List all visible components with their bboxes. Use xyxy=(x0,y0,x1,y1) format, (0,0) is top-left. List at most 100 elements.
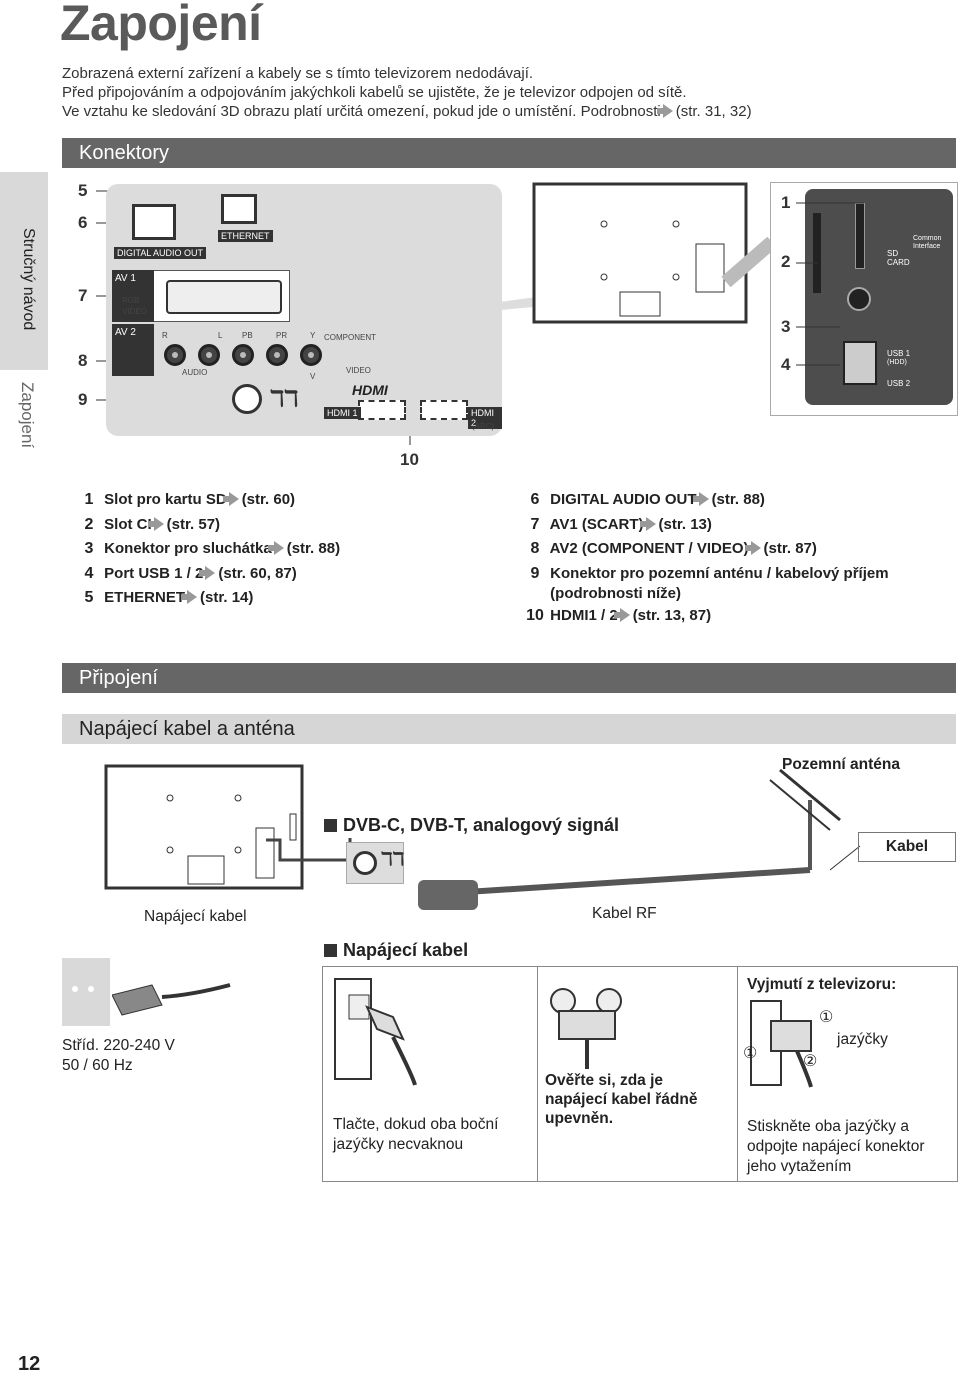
side-connector-panel: SD CARD Common Interface USB 1 (HDD) USB… xyxy=(770,182,958,416)
cable-illustration xyxy=(266,768,861,910)
power-cable-steps: Tlačte, dokud oba boční jazýčky necvakno… xyxy=(322,966,958,1182)
label-rgb: RGB xyxy=(122,296,140,305)
step2-line: Ověřte si, zda je xyxy=(545,1072,664,1089)
side-tab-strucny-navod: Stručný návod xyxy=(0,172,48,370)
ethernet-port xyxy=(221,194,257,224)
label-jazycky: jazýčky xyxy=(837,1031,888,1048)
heading-dvb: DVB-C, DVB-T, analogový signál xyxy=(324,815,619,836)
callout-7: 7 xyxy=(78,286,88,305)
heading-napajeci-kabel: Napájecí kabel xyxy=(324,940,468,961)
arrow-right-icon xyxy=(267,541,284,555)
label-hdmi1: HDMI 1 xyxy=(324,407,361,419)
label-kabel: Kabel xyxy=(858,832,956,862)
step3-line: jeho vytažením xyxy=(747,1158,852,1175)
intro-ref: (str. 31, 32) xyxy=(675,103,752,120)
side-tab-label: Zapojení xyxy=(18,382,37,449)
antenna-port-detail: ℸℸ xyxy=(346,842,404,884)
callout-1: 1 xyxy=(781,193,791,212)
optical-port xyxy=(132,204,176,240)
step2-text: Ověřte si, zda je napájecí kabel řádně u… xyxy=(545,1071,698,1128)
jack-l xyxy=(198,344,220,366)
label-common-interface: Common Interface xyxy=(913,235,942,250)
list-item: 10 HDMI1 / 2(str. 13, 87) xyxy=(526,606,712,624)
socket-hole xyxy=(72,986,78,992)
side-tab-label: Stručný návod xyxy=(20,228,37,331)
label-pozemni-antena: Pozemní anténa xyxy=(782,756,900,773)
label-v: V xyxy=(310,372,316,381)
arrow-right-icon xyxy=(222,492,239,506)
callout-lines-right xyxy=(796,202,864,366)
label-usb2: USB 2 xyxy=(887,379,911,388)
label-hdmi2: HDMI 2 xyxy=(468,407,502,429)
list-item: 3 Konektor pro sluchátka(str. 88) xyxy=(84,540,341,557)
label-pb: PB xyxy=(242,331,253,340)
label-ethernet: ETHERNET xyxy=(218,230,273,242)
arrow-right-icon xyxy=(199,565,216,580)
intro-line-3: Ve vztahu ke sledování 3D obrazu platí u… xyxy=(62,102,752,121)
section-konektory: Konektory xyxy=(62,138,956,168)
headphone-jack xyxy=(847,287,871,311)
step1-illustration xyxy=(334,978,417,1086)
step3-line: Stiskněte oba jazýčky a xyxy=(747,1118,909,1135)
marker-1-left: ① xyxy=(743,1045,758,1062)
label-audio: AUDIO xyxy=(182,368,208,377)
antenna-port-circle xyxy=(353,851,377,875)
callout-8: 8 xyxy=(78,351,88,370)
marker-2: ② xyxy=(803,1053,818,1070)
callout-5: 5 xyxy=(78,181,88,200)
callout-9: 9 xyxy=(78,390,88,409)
tv-rear-bottom-illustration xyxy=(104,764,304,890)
page-title: Zapojení xyxy=(60,0,262,51)
intro-text: Zobrazená externí zařízení a kabely se s… xyxy=(62,64,752,121)
socket-hole xyxy=(88,986,94,992)
intro-line-1: Zobrazená externí zařízení a kabely se s… xyxy=(62,65,534,82)
wall-socket xyxy=(62,958,110,1026)
callout-3: 3 xyxy=(781,317,791,336)
arrow-right-icon xyxy=(147,516,164,531)
arrow-right-icon xyxy=(639,516,656,531)
label-av1: AV 1 xyxy=(112,270,154,322)
label-sd-card: SD CARD xyxy=(887,249,910,267)
heading-vyjmuti: Vyjmutí z televizoru: xyxy=(747,976,897,993)
list-item: 6 DIGITAL AUDIO OUT(str. 88) xyxy=(530,491,765,508)
label-hdd: (HDD) xyxy=(887,359,907,366)
label-napajeci-kabel: Napájecí kabel xyxy=(144,908,247,925)
plug-illustration xyxy=(112,983,231,1016)
jack-y xyxy=(300,344,322,366)
section-napajeci-antena: Napájecí kabel a anténa xyxy=(62,714,956,744)
intro-line-3-text: Ve vztahu ke sledování 3D obrazu platí u… xyxy=(62,103,661,120)
side-tab-zapojeni: Zapojení xyxy=(0,370,48,470)
arrow-right-icon xyxy=(181,590,198,604)
list-item: 5 ETHERNET(str. 14) xyxy=(84,589,254,606)
intro-line-2: Před připojováním a odpojováním jakýchko… xyxy=(62,84,687,101)
jack-pr xyxy=(266,344,288,366)
page-number: 12 xyxy=(18,1353,41,1375)
usb-ports xyxy=(843,341,877,385)
label-component: COMPONENT xyxy=(324,333,376,342)
label-voltage: Stříd. 220-240 V 50 / 60 Hz xyxy=(62,1036,175,1076)
label-av2: AV 2 xyxy=(112,324,154,376)
antenna-icon: ℸℸ xyxy=(381,849,405,869)
marker-1-top: ① xyxy=(819,1009,834,1026)
hdmi2-port xyxy=(420,400,468,420)
label-kabel-rf: Kabel RF xyxy=(592,905,657,922)
arrow-right-icon xyxy=(613,607,630,622)
label-l: L xyxy=(218,331,223,340)
label-arc: (ARC) xyxy=(472,422,495,431)
step3-illustration xyxy=(750,1000,813,1088)
antenna-port xyxy=(232,384,262,414)
label-y: Y xyxy=(310,331,316,340)
voltage-text: Stříd. 220-240 V xyxy=(62,1037,175,1054)
label-digital-audio-out: DIGITAL AUDIO OUT xyxy=(114,247,207,259)
list-item: 7 AV1 (SCART)(str. 13) xyxy=(530,515,712,533)
connector-list-left: 1 Slot pro kartu SD(str. 60) 2 Slot CI(s… xyxy=(78,488,341,611)
step1-text: Tlačte, dokud oba boční jazýčky necvakno… xyxy=(333,1115,498,1155)
arrow-right-icon xyxy=(656,104,673,118)
hdmi1-port xyxy=(358,400,406,420)
hdmi-logo: HDMI xyxy=(352,382,388,398)
step1-line: jazýčky necvaknou xyxy=(333,1136,464,1153)
list-item: 4 Port USB 1 / 2(str. 60, 87) xyxy=(84,564,297,582)
arrow-right-icon xyxy=(744,541,761,555)
square-bullet-icon xyxy=(324,944,337,957)
jack-pb xyxy=(232,344,254,366)
